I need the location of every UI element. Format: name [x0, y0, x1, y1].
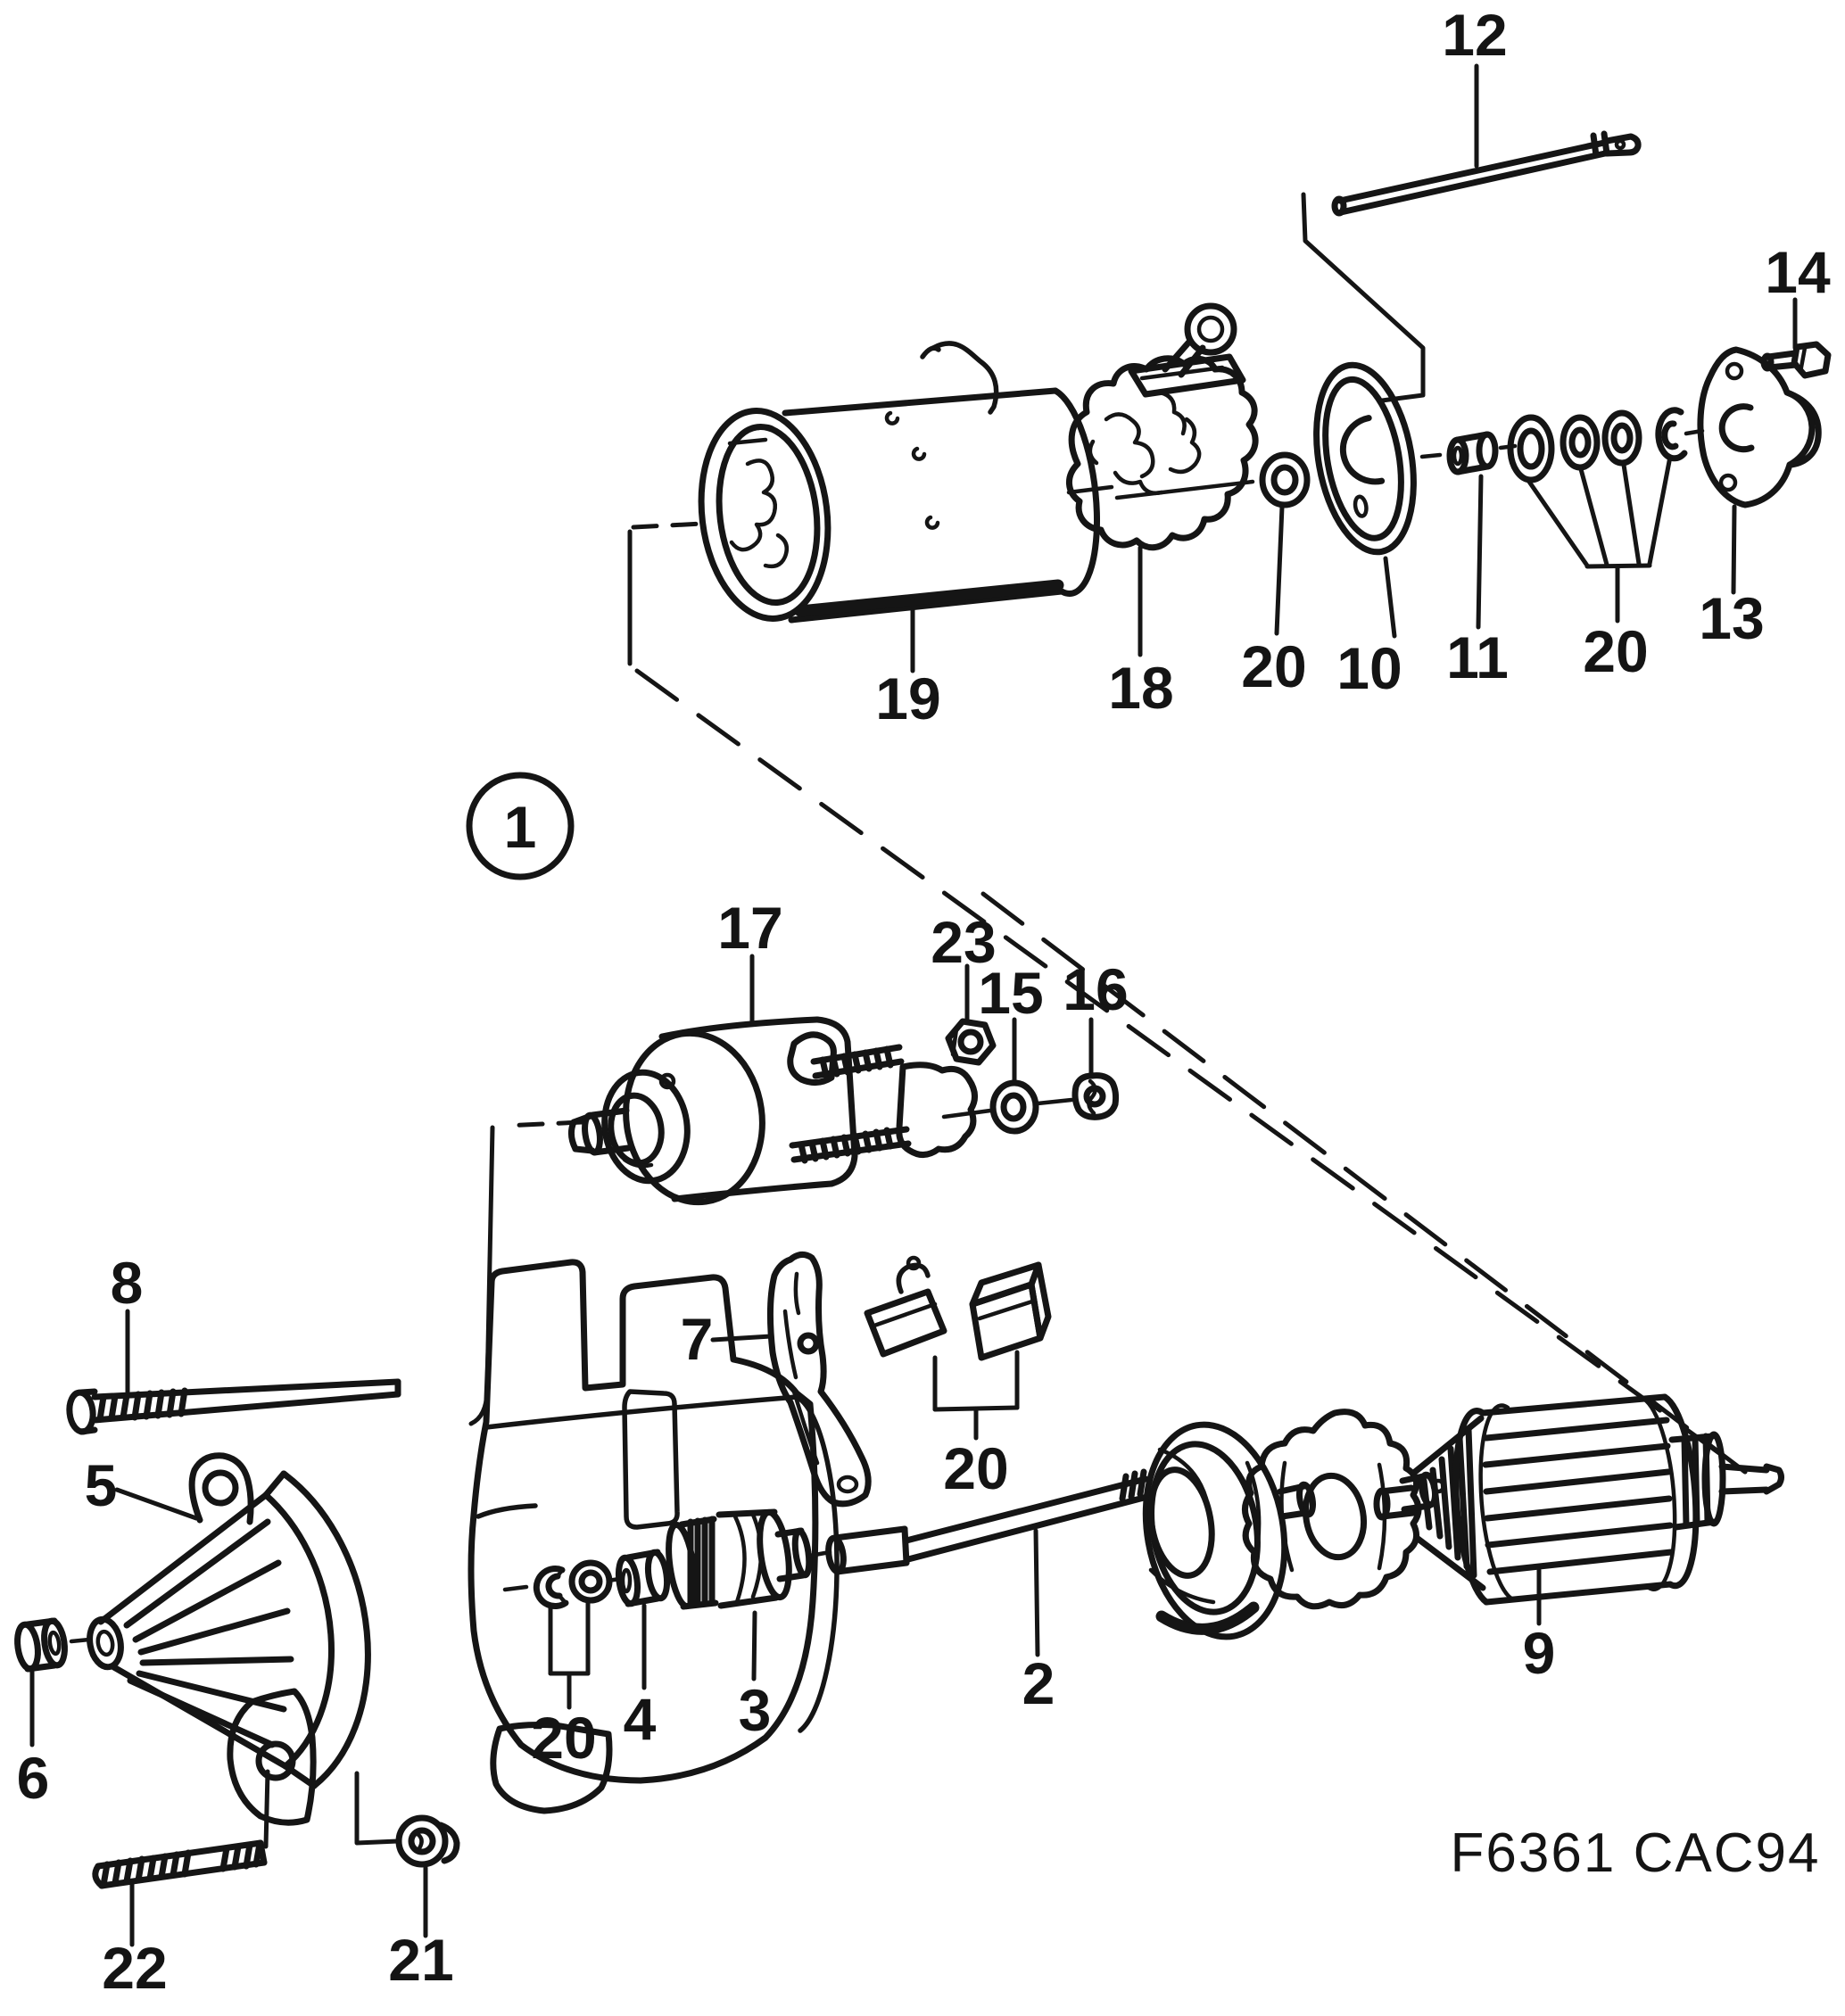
armature-knurl-hatch — [1420, 1425, 1477, 1579]
callout-7: 7 — [681, 1306, 714, 1372]
part-bushing-6 — [14, 1617, 92, 1673]
armature-winding-hatch — [1482, 1417, 1675, 1575]
callout-20-circlip: 20 — [531, 1705, 596, 1771]
part-clutch-pulley — [1142, 1421, 1316, 1640]
part-bolt-8 — [66, 1378, 401, 1435]
part-bracket-13 — [1684, 346, 1822, 508]
leader-5 — [114, 1487, 199, 1521]
axis-line-18-10 — [1114, 479, 1255, 500]
callout-13: 13 — [1699, 585, 1764, 651]
assembly-callout-circle: 1 — [466, 772, 575, 880]
part-yoke-cylinder-19 — [698, 341, 1101, 624]
callout-15: 15 — [978, 960, 1043, 1026]
callout-14: 14 — [1765, 239, 1831, 305]
stud-22-thread-hatch — [100, 1840, 263, 1888]
part-solenoid-17 — [567, 1016, 978, 1206]
callout-labels: 12 14 13 19 18 20 10 11 20 17 23 15 16 8… — [17, 2, 1831, 2001]
callout-17: 17 — [717, 895, 782, 961]
leader-7 — [710, 1334, 774, 1343]
leader-3 — [751, 1610, 757, 1681]
callout-22: 22 — [102, 1935, 167, 2001]
part-brush-holder-18 — [1066, 302, 1259, 551]
part-nut-23 — [945, 1018, 997, 1066]
part-washer-set-20-right — [1507, 407, 1688, 483]
leader-rod-to-endcap — [1301, 192, 1426, 403]
part-circlip-washer-20 — [502, 1559, 622, 1610]
callout-19: 19 — [875, 665, 940, 731]
callout-9: 9 — [1523, 1620, 1556, 1686]
callout-8: 8 — [111, 1250, 144, 1316]
callout-11: 11 — [1446, 624, 1509, 690]
callout-20-endcap: 20 — [1241, 633, 1306, 699]
leader-20-brushes — [932, 1350, 1020, 1441]
part-stud-22 — [92, 1839, 268, 1889]
axis-line-15 — [941, 1108, 993, 1120]
axis-line-19-18 — [1066, 484, 1114, 495]
leader-20-endcap — [1274, 504, 1285, 636]
axis-line-16 — [1035, 1097, 1074, 1106]
part-stop-collar-4 — [615, 1549, 671, 1607]
leader-stud-to-housing — [263, 1769, 270, 1849]
assembly-callout-number: 1 — [504, 794, 537, 860]
leader-nut-to-housing — [354, 1771, 401, 1846]
callout-2: 2 — [1022, 1650, 1055, 1716]
callout-23: 23 — [931, 909, 996, 975]
housing-ribs — [123, 1518, 294, 1748]
stud-thread-hatch-upper — [819, 1045, 894, 1079]
pinion-teeth — [687, 1516, 716, 1609]
part-nut-16 — [1071, 1072, 1120, 1120]
leader-20-right — [1526, 454, 1673, 624]
callout-5: 5 — [85, 1452, 118, 1518]
callout-21: 21 — [388, 1927, 453, 1993]
part-washer-20-endcap — [1259, 451, 1311, 508]
leader-20-circlip — [548, 1599, 591, 1710]
part-drive-housing-5 — [87, 1259, 840, 1826]
commutator-bars — [1681, 1433, 1711, 1529]
part-washer-15 — [989, 1079, 1039, 1135]
part-through-bolt-12 — [1331, 130, 1642, 217]
bolt-8-thread-hatch — [96, 1387, 188, 1423]
leader-11 — [1476, 474, 1484, 630]
part-end-cap-10 — [1313, 361, 1417, 556]
leader-13 — [1731, 504, 1737, 595]
callout-12: 12 — [1442, 2, 1507, 68]
stud-thread-hatch-lower — [798, 1127, 894, 1164]
leader-2 — [1033, 1528, 1040, 1657]
callout-6: 6 — [17, 1745, 50, 1811]
callout-4: 4 — [624, 1686, 657, 1752]
callout-10: 10 — [1336, 635, 1402, 701]
figure-reference-code: F6361 CAC94 — [1451, 1822, 1821, 1884]
shaft-splines — [1119, 1468, 1147, 1502]
callout-3: 3 — [739, 1677, 772, 1743]
part-pinion-3 — [666, 1508, 832, 1610]
callout-20-brushes: 20 — [943, 1435, 1008, 1501]
callout-20-washers: 20 — [1583, 618, 1648, 684]
leader-10 — [1383, 556, 1397, 639]
part-shaft-2 — [825, 1468, 1151, 1575]
part-retainer-plate — [1242, 1409, 1446, 1610]
part-armature-9 — [1373, 1393, 1784, 1606]
part-spacer-11 — [1419, 431, 1518, 475]
part-brushes-20 — [864, 1255, 1052, 1361]
explode-leader-lines — [627, 521, 1748, 1475]
callout-18: 18 — [1108, 655, 1173, 721]
callout-16: 16 — [1063, 956, 1128, 1022]
part-nut-21 — [395, 1814, 460, 1868]
